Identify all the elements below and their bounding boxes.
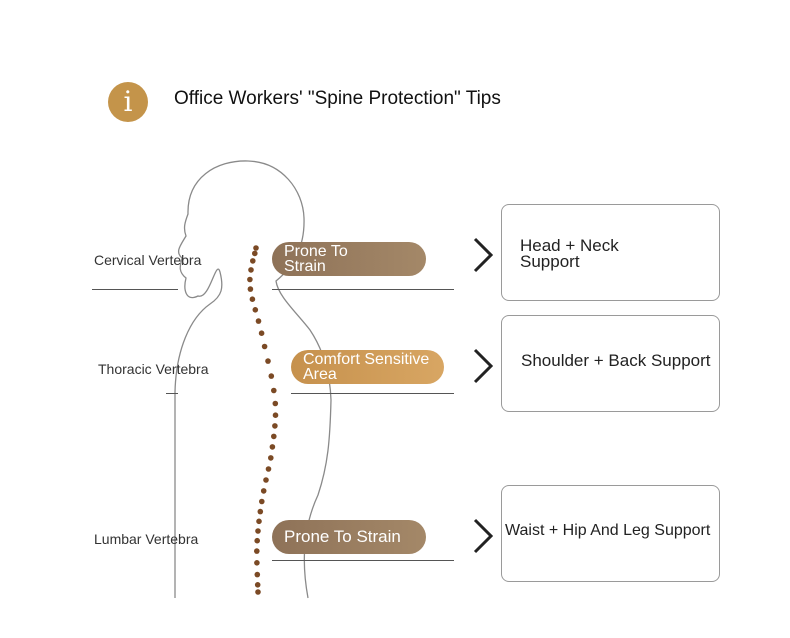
spine-dot: [255, 589, 261, 595]
spine-dot: [272, 423, 278, 429]
chevron-right-icon: [473, 348, 494, 384]
support-card-waist-hip-leg: Waist + Hip And Leg Support: [501, 485, 720, 582]
spine-dot: [247, 276, 253, 283]
spine-dot: [252, 250, 258, 257]
spine-dot: [257, 508, 264, 515]
spine-dot: [249, 296, 256, 303]
support-card-label: Waist + Hip And Leg Support: [505, 522, 711, 539]
divider-line: [272, 289, 454, 290]
body-outline: [174, 160, 332, 599]
spine-dot: [254, 582, 261, 588]
spine-dot: [253, 548, 260, 554]
spine-dot: [272, 412, 279, 419]
strain-badge: Prone To Strain: [272, 520, 426, 554]
spine-dot: [271, 433, 277, 440]
chevron-right-icon: [473, 237, 494, 273]
strain-badge: Prone To Strain: [272, 242, 426, 276]
spine-dot: [268, 455, 274, 461]
spine-dot: [253, 245, 259, 251]
spine-dot: [254, 571, 261, 578]
divider-line: [291, 393, 454, 394]
spine-dot: [272, 400, 279, 407]
spine-dot: [260, 488, 267, 494]
spine-dot: [247, 286, 254, 292]
spine-dot: [256, 518, 262, 525]
spine-dot: [255, 318, 262, 324]
divider-line: [272, 560, 454, 561]
support-card-label: Head + Neck Support: [520, 236, 619, 271]
spine-dot: [269, 444, 276, 450]
support-card-shoulder-back: Shoulder + Back Support: [501, 315, 720, 412]
spine-dot: [265, 466, 272, 472]
support-card-head-neck: Head + Neck Support: [501, 204, 720, 301]
comfort-sensitive-badge: Comfort Sensitive Area: [291, 350, 444, 384]
spine-dot: [254, 537, 260, 544]
info-icon: i: [108, 82, 148, 122]
spine-dot: [255, 528, 261, 534]
strain-badge-label: Prone To Strain: [284, 243, 348, 275]
support-card-label: Shoulder + Back Support: [521, 351, 711, 370]
spine-dots: [247, 245, 279, 595]
spine-dot: [252, 307, 259, 313]
spine-dot: [254, 560, 260, 566]
vertebra-label-cervical: Cervical Vertebra: [94, 252, 202, 268]
divider-line: [166, 393, 178, 394]
spine-dot: [259, 498, 265, 505]
strain-badge-label: Prone To Strain: [284, 527, 401, 546]
spine-dot: [250, 258, 256, 264]
vertebra-label-lumbar: Lumbar Vertebra: [94, 531, 199, 547]
page-title: Office Workers' "Spine Protection" Tips: [174, 88, 501, 109]
chevron-right-icon: [473, 518, 494, 554]
spine-dot: [258, 330, 265, 337]
spine-dot: [271, 387, 277, 394]
spine-dot: [268, 373, 275, 379]
vertebra-label-thoracic: Thoracic Vertebra: [98, 361, 209, 377]
spine-dot: [263, 477, 269, 483]
spine-dot: [248, 267, 254, 273]
divider-line: [92, 289, 178, 290]
spine-dot: [261, 343, 268, 350]
spine-dot: [265, 358, 271, 364]
comfort-badge-label: Comfort Sensitive Area: [303, 351, 430, 383]
